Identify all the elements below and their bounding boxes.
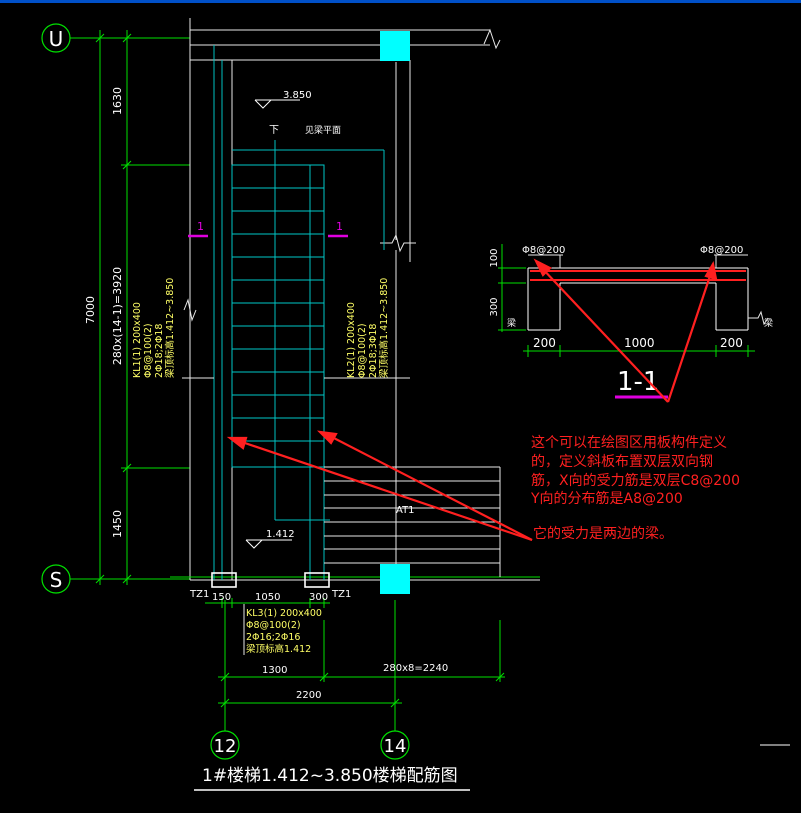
note-line4: Y向的分布筋是A8@200 bbox=[530, 490, 683, 507]
kl2-line3: 2Φ18;3Φ18 bbox=[368, 324, 379, 378]
level-bottom-text: 1.412 bbox=[266, 529, 295, 540]
axis-label-u: U bbox=[49, 27, 64, 51]
kl3-line2: Φ8@100(2) bbox=[246, 620, 301, 631]
section-beam-right: 梁 bbox=[764, 317, 773, 329]
axis-label-s: S bbox=[50, 568, 63, 592]
dim-steps: 280x8=2240 bbox=[383, 663, 448, 674]
svg-text:1: 1 bbox=[336, 220, 343, 233]
beam-outlines bbox=[213, 45, 385, 580]
note-line3: 筋，X向的受力筋是双层C8@200 bbox=[531, 472, 740, 489]
level-marker-bottom: 1.412 bbox=[245, 529, 295, 549]
beam-kl2-text: KL2(1) 200x400 Φ8@100(2) 2Φ18;3Φ18 梁顶标高1… bbox=[346, 278, 390, 378]
column-bottom bbox=[380, 564, 410, 594]
kl1-line3: 2Φ18;2Φ18 bbox=[154, 324, 165, 378]
dim-bottom-a: 150 bbox=[212, 592, 231, 603]
dim-total: 7000 bbox=[84, 296, 97, 324]
section-dim-top: 100 bbox=[489, 248, 500, 267]
section-mark-right: 1 bbox=[328, 220, 348, 238]
kl3-line3: 2Φ16;2Φ16 bbox=[246, 632, 300, 643]
annotation-arrows bbox=[226, 258, 718, 542]
kl1-line2: Φ8@100(2) bbox=[143, 323, 154, 378]
note-line1: 这个可以在绘图区用板构件定义 bbox=[531, 434, 727, 451]
walls bbox=[170, 18, 540, 581]
note-line2: 的，定义斜板布置双层双向钢 bbox=[531, 454, 713, 470]
beam-top-label: 见梁平面 bbox=[305, 124, 341, 136]
axis-label-12: 12 bbox=[214, 736, 237, 757]
annotation-note: 这个可以在绘图区用板构件定义 的，定义斜板布置双层双向钢 筋，X向的受力筋是双层… bbox=[530, 434, 740, 507]
kl1-line4: 梁顶标高1.412~3.850 bbox=[164, 278, 176, 378]
axis-label-14: 14 bbox=[384, 736, 407, 757]
viewport-top-border bbox=[0, 0, 801, 3]
down-arrow-label: 下 bbox=[269, 125, 279, 136]
section-title: 1-1 bbox=[617, 367, 659, 397]
tz1-box-left bbox=[211, 572, 237, 588]
svg-text:1: 1 bbox=[197, 220, 204, 233]
stair-run-upper bbox=[231, 164, 325, 468]
kl3-line1: KL3(1) 200x400 bbox=[246, 608, 322, 619]
kl2-line2: Φ8@100(2) bbox=[357, 323, 368, 378]
section-rebar-left: Φ8@200 bbox=[522, 245, 565, 256]
dim-bottom-c: 300 bbox=[309, 592, 328, 603]
annotation-note2: 它的受力是两边的梁。 bbox=[533, 525, 673, 542]
kl2-line1: KL2(1) 200x400 bbox=[346, 302, 357, 378]
dim-seg-bottom: 1450 bbox=[111, 510, 124, 538]
kl1-line1: KL1(1) 200x400 bbox=[132, 302, 143, 378]
section-w-mid: 1000 bbox=[624, 336, 655, 350]
dim-seg-middle: 280x(14-1)=3920 bbox=[111, 267, 124, 365]
section-mark-left: 1 bbox=[188, 220, 208, 238]
beam-kl3-text: KL3(1) 200x400 Φ8@100(2) 2Φ16;2Φ16 梁顶标高1… bbox=[243, 604, 322, 655]
section-rebar-right: Φ8@200 bbox=[700, 245, 743, 256]
axis-grid: U S 12 14 bbox=[41, 23, 410, 760]
bottom-dimensions bbox=[205, 598, 505, 708]
column-top bbox=[380, 31, 410, 61]
stair-slab-label: AT1 bbox=[396, 505, 415, 516]
tz1-label-left: TZ1 bbox=[189, 589, 209, 600]
stair-run-lower bbox=[324, 466, 501, 577]
level-marker-top: 3.850 bbox=[254, 90, 312, 109]
left-dimensions bbox=[95, 30, 190, 585]
section-w-right: 200 bbox=[720, 336, 743, 350]
dim-run-span: 1300 bbox=[262, 665, 287, 676]
drawing-title: 1#楼梯1.412~3.850楼梯配筋图 bbox=[202, 766, 458, 786]
kl3-line4: 梁顶标高1.412 bbox=[246, 643, 311, 655]
tz1-box-right bbox=[304, 572, 330, 588]
dim-bottom-total: 2200 bbox=[296, 690, 321, 701]
section-beam-left: 梁 bbox=[507, 317, 516, 329]
beam-kl1-text: KL1(1) 200x400 Φ8@100(2) 2Φ18;2Φ18 梁顶标高1… bbox=[132, 278, 176, 378]
level-top-text: 3.850 bbox=[283, 90, 312, 101]
tz1-label-right: TZ1 bbox=[331, 589, 351, 600]
dim-bottom-b: 1050 bbox=[255, 592, 280, 603]
dim-seg-top: 1630 bbox=[111, 87, 124, 115]
section-1-1: Φ8@200 Φ8@200 100 300 梁 梁 200 1000 200 1… bbox=[489, 244, 773, 399]
kl2-line4: 梁顶标高1.412~3.850 bbox=[378, 278, 390, 378]
section-dim-beam: 300 bbox=[489, 297, 500, 316]
section-w-left: 200 bbox=[533, 336, 556, 350]
